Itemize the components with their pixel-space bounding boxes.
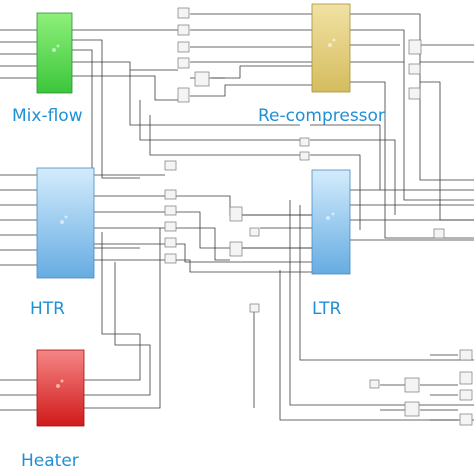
mix-flow-block[interactable] xyxy=(36,12,73,94)
heater-block[interactable] xyxy=(36,349,85,427)
block-internal-glyphs xyxy=(52,38,336,388)
signal-lines xyxy=(0,13,474,421)
small-blocks xyxy=(164,7,473,426)
heater-label: Heater xyxy=(21,451,79,471)
ltr-label: LTR xyxy=(312,299,342,319)
ltr-block[interactable] xyxy=(311,169,351,275)
mix-flow-label: Mix-flow xyxy=(12,106,83,126)
htr-block[interactable] xyxy=(36,167,95,279)
re-compressor-block[interactable] xyxy=(311,3,351,93)
htr-label: HTR xyxy=(30,299,65,319)
re-compressor-label: Re-compressor xyxy=(258,106,385,126)
